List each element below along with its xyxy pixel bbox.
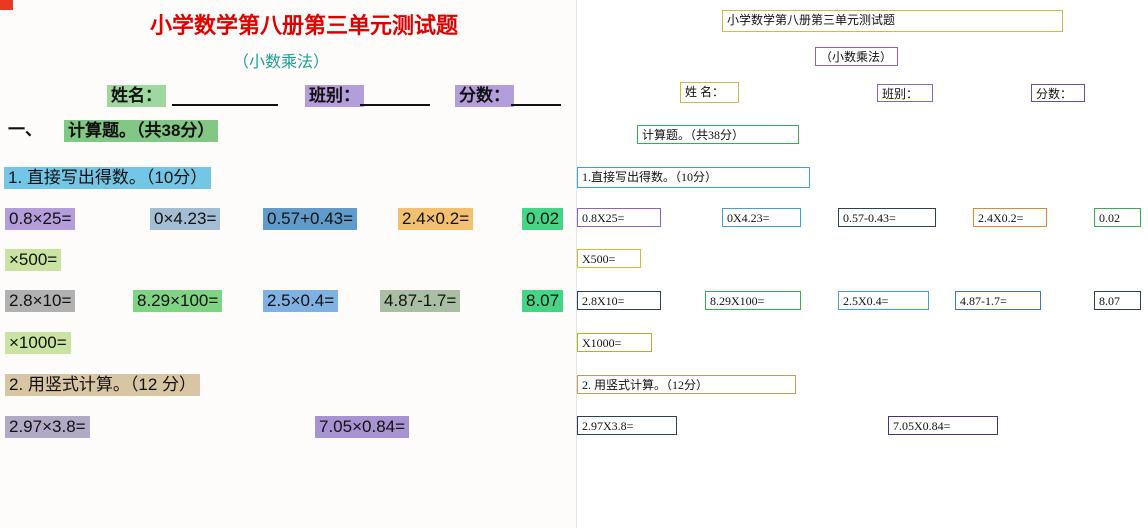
ocr-box-problem: 0.8X25= (577, 208, 661, 227)
ocr-box-title: 小学数学第八册第三单元测试题 (722, 10, 1063, 32)
ocr-box-problem: 8.07 (1094, 291, 1141, 310)
ocr-box-problem: 2.8X10= (577, 291, 661, 310)
math-problem: 8.29×100= (133, 290, 223, 312)
ocr-box-problem: 8.29X100= (705, 291, 801, 310)
math-problem: 0.02 (522, 208, 564, 230)
math-problem: 7.05×0.84= (315, 416, 410, 438)
ocr-box-subtitle: （小数乘法） (815, 47, 898, 66)
question2-title: 2. 用竖式计算。（12 分） (5, 374, 201, 396)
math-problem: 0.57+0.43= (263, 208, 358, 230)
class-label: 班别： (305, 85, 364, 107)
question1-title: 1. 直接写出得数。（10分） (4, 167, 212, 189)
ocr-box-problem: 0.02 (1094, 208, 1141, 227)
math-problem: 2.5×0.4= (263, 290, 339, 312)
math-problem: 8.07 (522, 290, 564, 312)
ocr-box-problem: 0.57-0.43= (838, 208, 936, 227)
ocr-box-class-label: 班别： (877, 84, 933, 102)
ocr-box-problem: 4.87-1.7= (955, 291, 1041, 310)
name-blank (172, 103, 278, 106)
math-problem: 0.8×25= (5, 208, 76, 230)
ocr-box-question1: 1.直接写出得数。（10分） (577, 167, 810, 188)
math-problem: ×500= (5, 249, 62, 271)
score-blank (511, 103, 561, 106)
document-panel: 小学数学第八册第三单元测试题 （小数乘法） 姓名： 班别： 分数： 一、 计算题… (0, 0, 564, 438)
score-label: 分数： (455, 85, 514, 107)
math-problem: 2.8×10= (5, 290, 76, 312)
page-title: 小学数学第八册第三单元测试题 (150, 13, 459, 38)
ocr-panel (576, 0, 1148, 528)
section-number: 一、 (8, 120, 42, 139)
math-problem: 2.97×3.8= (5, 416, 90, 438)
math-problem: ×1000= (5, 332, 71, 354)
ocr-box-problem: X500= (577, 249, 641, 268)
ocr-box-problem: 2.5X0.4= (838, 291, 929, 310)
ocr-box-problem: X1000= (577, 333, 652, 352)
ocr-box-problem: 2.4X0.2= (973, 208, 1047, 227)
math-problem: 4.87-1.7= (380, 290, 461, 312)
ocr-box-name-label: 姓 名： (680, 82, 739, 103)
page-subtitle: （小数乘法） (233, 54, 330, 71)
math-problem: 2.4×0.2= (398, 208, 474, 230)
ocr-box-problem: 0X4.23= (722, 208, 801, 227)
ocr-box-score-label: 分数： (1031, 84, 1085, 102)
ocr-box-problem: 7.05X0.84= (888, 416, 998, 435)
section-title: 计算题。（共38分） (64, 120, 219, 142)
ocr-box-problem: 2.97X3.8= (577, 416, 677, 435)
name-label: 姓名： (107, 85, 166, 107)
math-problem: 0×4.23= (150, 208, 221, 230)
red-marker (0, 0, 13, 10)
ocr-box-question2: 2. 用竖式计算。（12分） (577, 375, 796, 394)
class-blank (360, 103, 430, 106)
ocr-box-section-title: 计算题。（共38分） (637, 125, 799, 144)
